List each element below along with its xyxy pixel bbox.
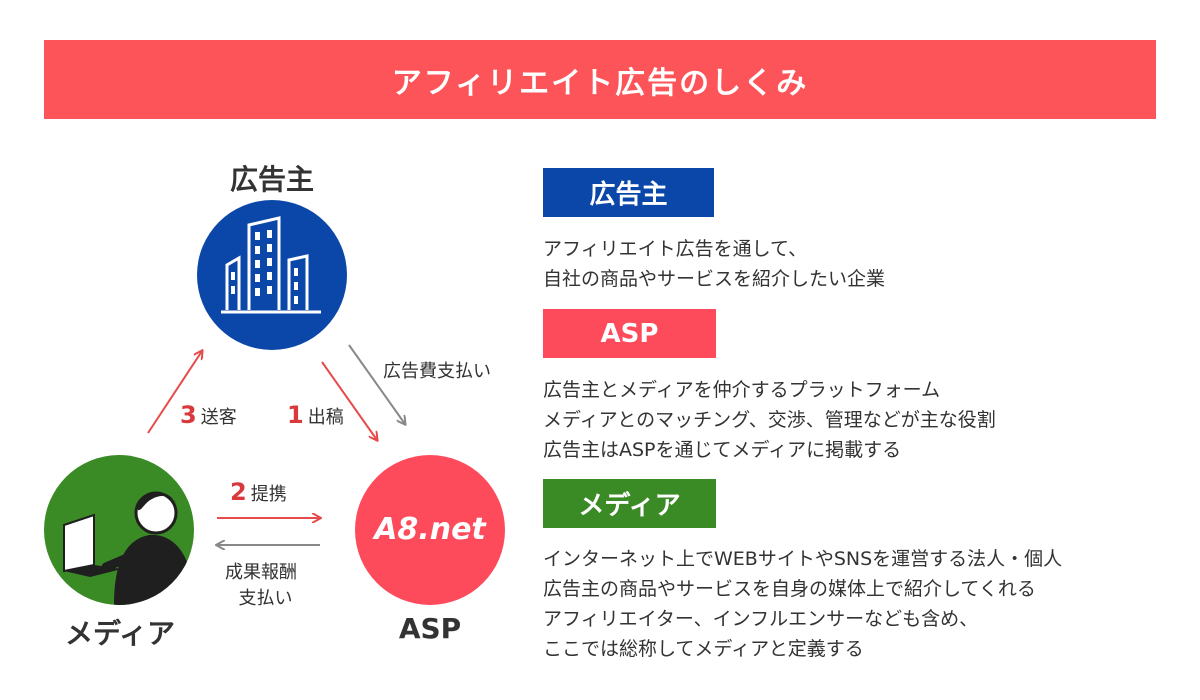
media-description: インターネット上でWEBサイトやSNSを運営する法人・個人 広告主の商品やサービ… — [543, 548, 1063, 660]
arrow-listing — [321, 361, 377, 440]
media-heading: メディア — [543, 479, 716, 528]
asp-label: ASP — [398, 612, 462, 645]
advertiser-circle — [197, 200, 347, 350]
advertiser-description: アフィリエイト広告を通して、 自社の商品やサービスを紹介したい企業 — [543, 238, 886, 290]
media-label: メディア — [64, 617, 176, 650]
reward-label: 成果報酬 支払い — [225, 562, 297, 609]
advertiser-label: 広告主 — [229, 163, 314, 196]
asp-heading: ASP — [543, 309, 716, 358]
asp-circle: A8.net — [355, 455, 505, 605]
a8-logo: A8.net — [374, 512, 486, 547]
media-circle — [44, 455, 194, 605]
arrow-traffic — [147, 351, 202, 434]
asp-description: 広告主とメディアを仲介するプラットフォーム メディアとのマッチング、交渉、管理な… — [543, 379, 996, 461]
building-icon — [221, 216, 321, 314]
ad-fee-label: 広告費支払い — [383, 361, 491, 382]
advertiser-heading: 広告主 — [543, 168, 714, 217]
page-title: アフィリエイト広告のしくみ — [44, 40, 1156, 119]
arrow-ad-fee — [348, 344, 405, 424]
